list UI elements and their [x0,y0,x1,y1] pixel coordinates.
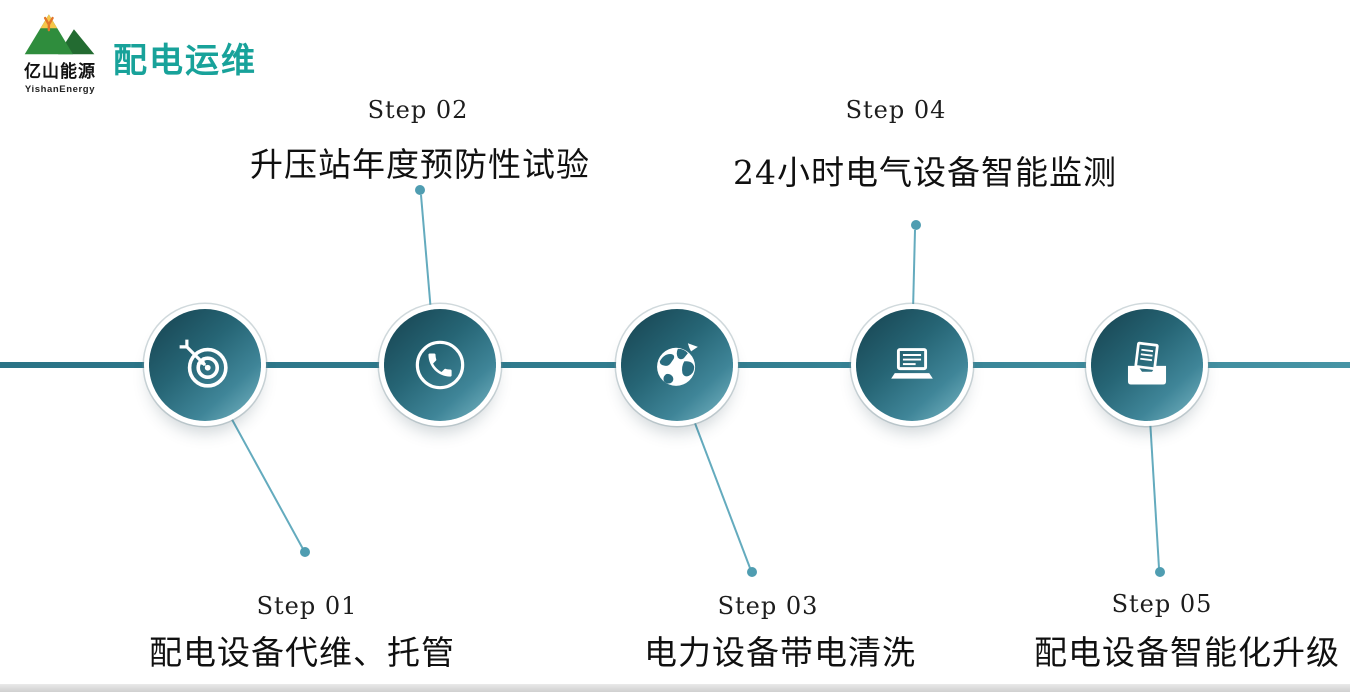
connector-step-02 [420,194,432,313]
connector-dot-step-04 [911,220,921,230]
connector-step-04 [912,229,916,312]
step-04-title: 24小时电气设备智能监测 [733,153,1117,192]
logo-company-name: 亿山能源 [24,62,96,82]
globe-icon [657,343,698,386]
step-02-label: Step 02 [367,96,469,124]
timeline-node-step-02 [384,309,496,421]
phone-icon [415,340,465,390]
connector-step-01 [228,413,304,550]
step-05-label: Step 05 [1111,590,1213,618]
target-icon [179,339,228,388]
logo-company-name-en: YishanEnergy [24,83,96,95]
connector-step-03 [692,417,751,569]
connector-dot-step-01 [300,547,310,557]
timeline-node-step-05 [1091,309,1203,421]
connector-dot-step-03 [747,567,757,577]
timeline-node-step-04 [856,309,968,421]
timeline-node-step-03 [621,309,733,421]
connector-dot-step-05 [1155,567,1165,577]
step-03-title: 电力设备带电清洗 [644,633,916,672]
slide-bottom-edge [0,684,1350,692]
page-title: 配电运维 [113,42,257,80]
step-03-label: Step 03 [717,592,819,620]
step-04-label: Step 04 [845,96,947,124]
timeline-node-step-01 [149,309,261,421]
step-01-title: 配电设备代维、托管 [149,633,455,672]
connector-step-05 [1149,418,1160,569]
document-tray-icon [1127,341,1167,385]
connector-dot-step-02 [415,185,425,195]
laptop-icon [891,348,933,379]
company-logo: 亿山能源 YishanEnergy [12,6,108,95]
step-05-title: 配电设备智能化升级 [1034,633,1340,672]
mountain-logo-icon [24,14,95,55]
step-01-label: Step 01 [256,592,358,620]
step-02-title: 升压站年度预防性试验 [250,145,590,184]
